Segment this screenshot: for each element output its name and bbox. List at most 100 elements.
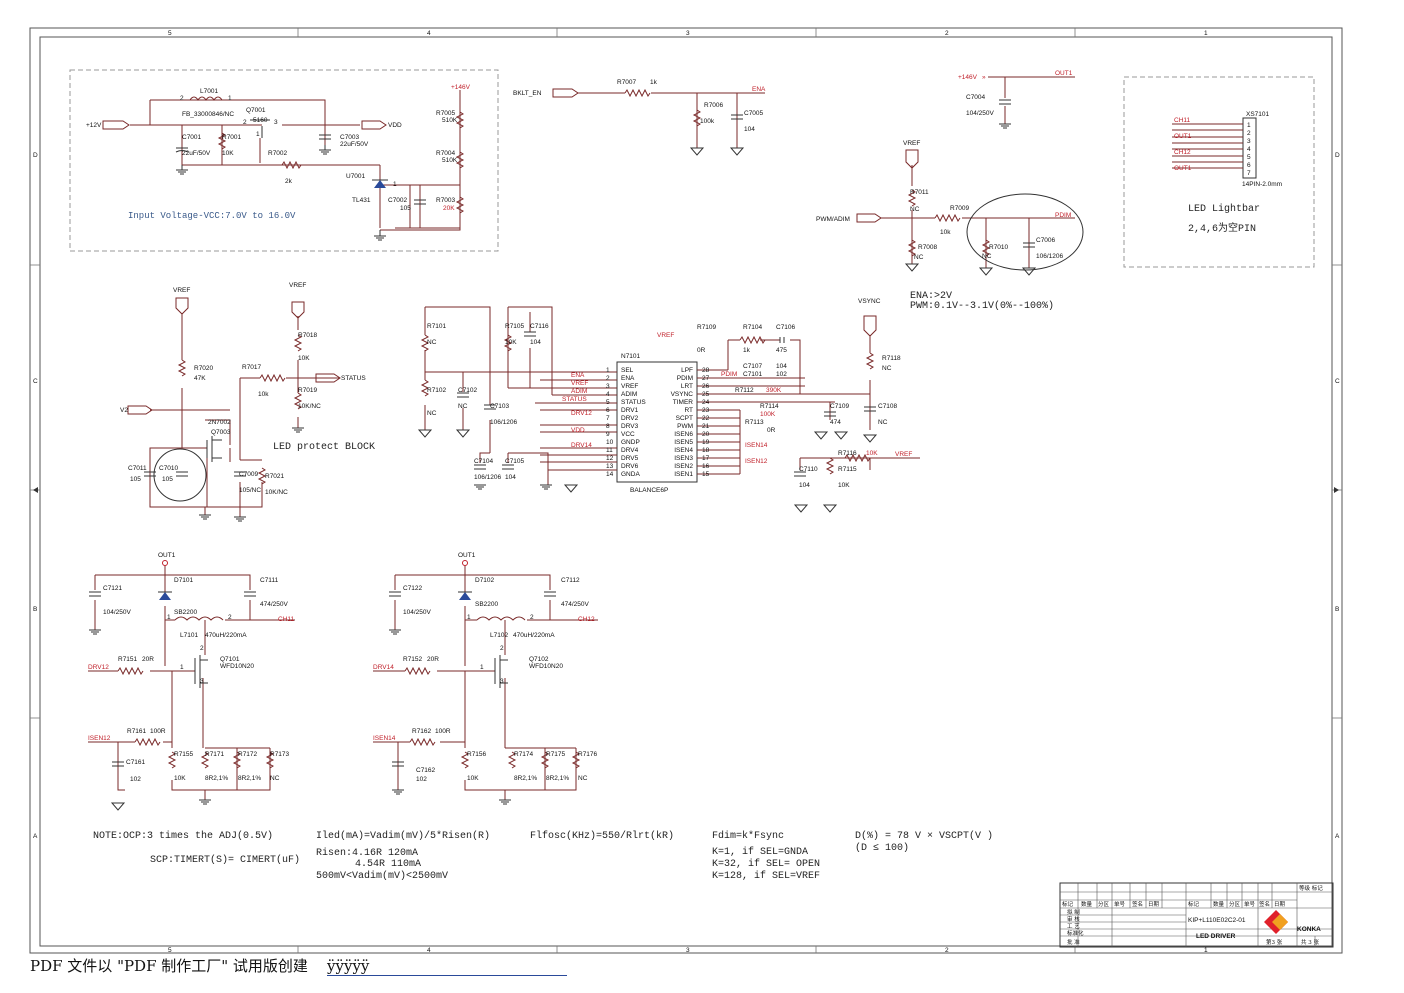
boost2-net-ch12: CH12 — [578, 616, 595, 623]
tb-header-cell-9: 单号 — [1244, 900, 1256, 908]
net-12v: +12V — [86, 122, 102, 129]
c7109-ref: C7109 — [830, 403, 850, 410]
c7105-ref: C7105 — [505, 458, 525, 465]
boost-channel-2-block: OUT1 D7102 C7122 104/250V C7112 474/250V… — [373, 552, 598, 805]
ic-pin-name-8: DRV3 — [621, 423, 639, 430]
note-k3: K=128, if SEL=VREF — [712, 870, 820, 882]
boost1-net-drv12: DRV12 — [88, 664, 109, 671]
xs7101-pin-3: 3 — [1247, 138, 1251, 145]
r7019-ref: R7019 — [298, 387, 318, 394]
tb-sheet: 第3 张 — [1266, 938, 1283, 946]
r7105-val: 10K — [505, 339, 517, 346]
r7102-val: NC — [427, 410, 437, 417]
c7112-val: 474/250V — [561, 601, 589, 608]
r7112-ref: R7112 — [735, 387, 754, 394]
c7105-val: 104 — [505, 474, 516, 481]
ic-pin-num-15: 15 — [702, 471, 710, 478]
ic-net-vref-top: VREF — [657, 332, 674, 339]
tb-role-standard: 标准化 — [1067, 929, 1084, 937]
q7101-part: WFD10N20 — [220, 663, 254, 670]
input-voltage-caption: Input Voltage-VCC:7.0V to 16.0V — [128, 211, 296, 221]
c7109-val: 474 — [830, 419, 841, 426]
c7121-ref: C7121 — [103, 585, 123, 592]
ic-net-drv14: DRV14 — [571, 442, 592, 449]
c7001-val: 22uF/50V — [182, 150, 211, 157]
r7008-val: NC — [914, 254, 924, 261]
ic-pin-num-21: 21 — [702, 423, 710, 430]
r7118-val: NC — [882, 365, 892, 372]
q7101-pin-2: 2 — [200, 645, 204, 652]
l7001-pin-2: 2 — [180, 95, 184, 102]
q7102-ref: Q7102 — [529, 656, 549, 663]
r7019-val: 10K/NC — [298, 403, 321, 410]
c7110-val: 104 — [799, 482, 810, 489]
footer-link[interactable]: ÿÿÿÿÿ — [327, 957, 568, 976]
note-ocp: NOTE:OCP:3 times the ADJ(0.5V) — [93, 830, 273, 842]
zone-num-5: 5 — [168, 30, 172, 37]
ic-pin-num-5: 5 — [606, 399, 610, 406]
conn-net-out1-a: OUT1 — [1174, 133, 1192, 140]
r7176-val: NC — [578, 775, 588, 782]
r7005-ref: R7005 — [436, 110, 456, 117]
note-flfosc: Flfosc(KHz)=550/Rlrt(kR) — [530, 830, 674, 842]
ic-pin-name-25: VSYNC — [671, 391, 694, 398]
r7011-ref: R7011 — [910, 189, 929, 196]
conn-net-out1-b: OUT1 — [1174, 165, 1192, 172]
boost2-net-drv14: DRV14 — [373, 664, 394, 671]
r7151-ref: R7151 — [118, 656, 138, 663]
c7104-ref: C7104 — [474, 458, 494, 465]
ic-pin-num-16: 16 — [702, 463, 710, 470]
tb-total: 共 3 张 — [1301, 938, 1319, 946]
r7017-val: 10k — [258, 391, 269, 398]
q7001-part: 5160 — [253, 117, 268, 124]
ic-pin-num-7: 7 — [606, 415, 610, 422]
c7108-ref: C7108 — [878, 403, 898, 410]
ic-pin-name-9: VCC — [621, 431, 635, 438]
ic-pin-name-6: DRV1 — [621, 407, 639, 414]
ic-pin-num-13: 13 — [606, 463, 614, 470]
r7105-ref: R7105 — [505, 323, 525, 330]
c7005-ref: C7005 — [744, 110, 764, 117]
ic-pin-num-22: 22 — [702, 415, 710, 422]
xs7101-pin-2: 2 — [1247, 130, 1251, 137]
c7010-ref: C7010 — [159, 465, 179, 472]
tb-role-check: 审 核 — [1067, 915, 1080, 923]
ic-net-vref-right: VREF — [895, 451, 912, 458]
tb-header-cell-3: 单号 — [1114, 900, 1126, 908]
r7171-val: 8R2,1% — [205, 775, 228, 782]
c7002-ref: C7002 — [388, 197, 408, 204]
r7175-val: 8R2,1% — [546, 775, 569, 782]
r7018-ref: R7018 — [298, 332, 318, 339]
tb-header-cell-0: 标记 — [1062, 900, 1074, 908]
note-iled: Iled(mA)=Vadim(mV)/5*Risen(R) — [316, 830, 490, 842]
r7011-val: NC — [910, 206, 920, 213]
c7108-val: NC — [878, 419, 888, 426]
ic-pin-num-24: 24 — [702, 399, 710, 406]
r7173-ref: R7173 — [270, 751, 290, 758]
r7104-val: 1k — [743, 347, 751, 354]
xs7101-part: 14PIN-2.0mm — [1242, 181, 1282, 188]
tb-header-cell-5: 日期 — [1148, 901, 1160, 908]
r7001-ref: R7001 — [222, 134, 242, 141]
c7102-val: NC — [458, 403, 468, 410]
l7101-pin-2: 2 — [228, 614, 232, 621]
q7001-ref: Q7001 — [246, 107, 266, 114]
r7156-ref: R7156 — [467, 751, 487, 758]
ic-net-isen12: ISEN12 — [745, 458, 768, 465]
konka-logo-icon — [1264, 910, 1288, 934]
c7011-val: 105 — [130, 476, 141, 483]
r7152-ref: R7152 — [403, 656, 423, 663]
r7020-ref: R7020 — [194, 365, 214, 372]
c7001-ref: C7001 — [182, 134, 202, 141]
note-duty-2: (D ≤ 100) — [855, 842, 909, 854]
out1-block: +146V » OUT1 C7004 104/250V — [958, 70, 1075, 129]
pdf-footer: PDF 文件以 "PDF 制作工厂" 试用版创建 ÿÿÿÿÿ — [30, 955, 568, 976]
zone-letter-a-right: A — [1335, 833, 1340, 840]
tb-brand: KONKA — [1297, 926, 1321, 933]
q7102-pin-1: 1 — [480, 664, 484, 671]
c7004-ref: C7004 — [966, 94, 986, 101]
d7102-part: SB2200 — [475, 601, 499, 608]
protect-net-vref-1: VREF — [173, 287, 190, 294]
r7109-val: 0R — [697, 347, 706, 354]
